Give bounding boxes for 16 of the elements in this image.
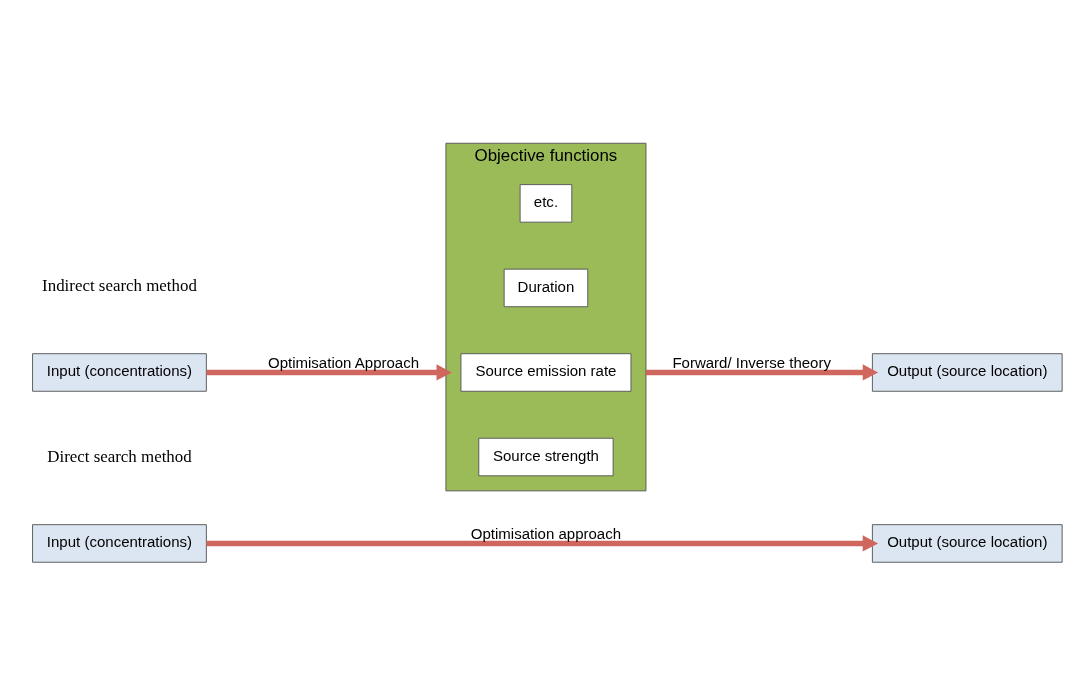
node-box: Input (concentrations) [32, 353, 207, 392]
node-box: Source emission rate [460, 353, 632, 392]
node-box: Output (source location) [871, 353, 1063, 392]
arrow [646, 364, 879, 381]
edge-label: Optimisation approach [470, 524, 622, 542]
node-box: Duration [503, 268, 589, 308]
arrow [206, 364, 452, 381]
label: Indirect search method [42, 276, 197, 296]
edge-label: Forward/ Inverse theory [672, 353, 831, 371]
arrow [206, 535, 879, 552]
label: Direct search method [47, 447, 192, 467]
node-box: Source strength [478, 437, 614, 477]
node-box: Input (concentrations) [32, 524, 207, 563]
node-box: Output (source location) [871, 524, 1063, 563]
node-box: etc. [519, 184, 573, 223]
edge-label: Optimisation Approach [267, 353, 420, 371]
